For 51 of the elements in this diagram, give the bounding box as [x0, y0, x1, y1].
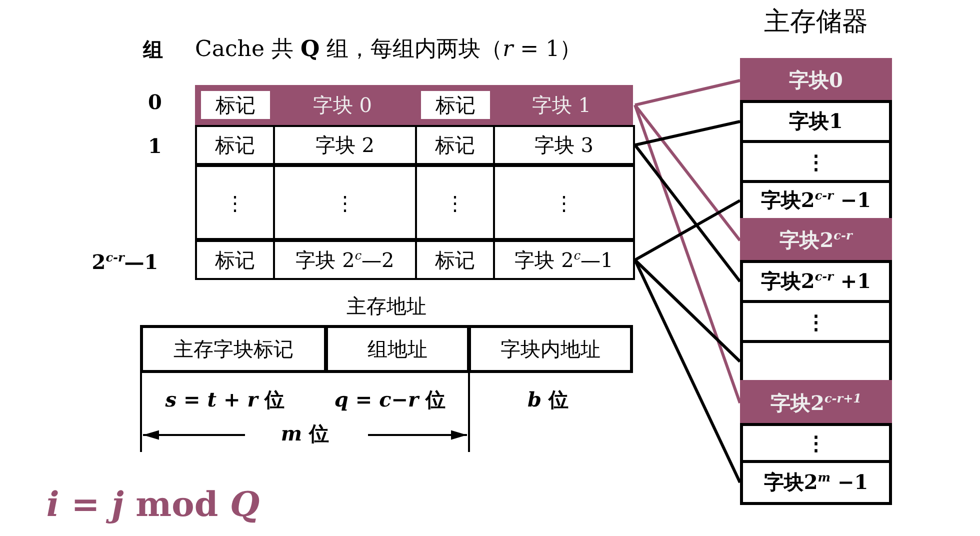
column-heading: 主存地址	[346, 293, 428, 320]
table-cell: 标记	[415, 125, 495, 165]
memory-block: ⋮	[740, 140, 892, 183]
row-label: 组	[143, 36, 163, 64]
table-cell: ⋮	[493, 165, 635, 240]
table-row	[195, 85, 633, 125]
memory-block: 字块1	[740, 100, 892, 143]
table-cell: 标记	[195, 125, 275, 165]
table-cell: 标记	[198, 88, 273, 122]
memory-block: ⋮	[740, 423, 892, 463]
table-row	[195, 165, 633, 240]
table-cell: 字块内地址	[468, 325, 633, 373]
table-cell: 字块 3	[493, 125, 635, 165]
table-cell: ⋮	[415, 165, 495, 240]
field-width-label: m 位	[280, 420, 330, 448]
memory-block: 字块2$^{c-r}$ +1	[740, 260, 892, 303]
column-heading: 主存储器	[763, 6, 869, 39]
connector-line	[634, 144, 742, 282]
memory-block: ⋮	[740, 300, 892, 343]
connector-line	[634, 199, 741, 262]
memory-block: 字块2$^{m}$ −1	[740, 460, 892, 505]
table-cell: 标记	[415, 240, 495, 280]
diagram-title: Cache 共 Q 组，每组内两块（r = 1）	[195, 35, 582, 64]
table-cell: 组地址	[325, 325, 470, 373]
connector-line	[634, 120, 740, 146]
connector-line	[634, 258, 742, 363]
table-cell: ⋮	[273, 165, 417, 240]
formula: i = j mod Q	[46, 485, 260, 525]
table-cell: 主存字块标记	[140, 325, 327, 373]
row-label: 0	[148, 90, 162, 114]
table-cell: 标记	[195, 240, 275, 280]
memory-block	[740, 340, 892, 383]
row-label: 1	[148, 134, 162, 158]
connector-line	[634, 104, 742, 242]
table-cell: 字块 2$^{c}$—1	[493, 240, 635, 280]
table-cell: ⋮	[195, 165, 275, 240]
memory-block: 字块2$^{c-r}$ −1	[740, 180, 892, 221]
table-cell: 字块 2	[273, 125, 417, 165]
row-label: 2$^{c-r}$—1	[92, 250, 158, 274]
table-cell: 标记	[418, 88, 493, 122]
memory-block: 字块0	[740, 58, 892, 103]
connector-line	[634, 79, 740, 106]
memory-block: 字块2$^{c-r+1}$	[740, 380, 892, 426]
field-width-label: s = t + r 位	[165, 386, 285, 414]
table-row	[195, 125, 633, 165]
table-cell: 字块 2$^{c}$—2	[273, 240, 417, 280]
connector-line	[634, 104, 742, 404]
field-width-label: q = c−r 位	[334, 386, 446, 414]
table-row	[195, 240, 633, 280]
field-width-label: b 位	[528, 386, 568, 414]
memory-block: 字块2$^{c-r}$	[740, 218, 892, 263]
